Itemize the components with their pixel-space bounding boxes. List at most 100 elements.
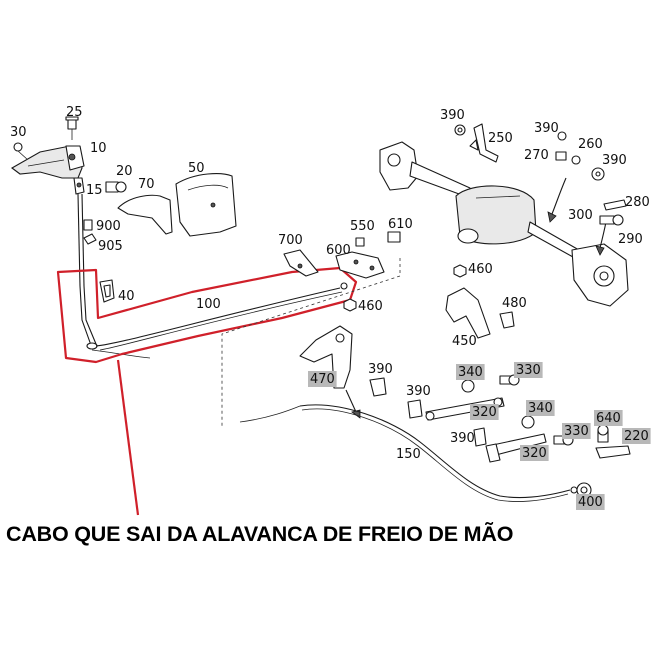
part-label-p390a: 390 bbox=[440, 108, 465, 123]
part-550 bbox=[355, 237, 365, 247]
part-number: 25 bbox=[66, 105, 83, 120]
part-number: 450 bbox=[452, 334, 477, 349]
part-label-p330b: 330 bbox=[562, 423, 591, 439]
label-highlight bbox=[576, 494, 605, 510]
clip-390-f bbox=[473, 427, 487, 447]
part-label-p900: 900 bbox=[96, 219, 121, 234]
cable-150 bbox=[239, 404, 592, 502]
washer-340-a bbox=[461, 379, 475, 393]
part-label-p390e: 390 bbox=[406, 384, 431, 399]
nut-390-b bbox=[557, 131, 567, 141]
bolt-20 bbox=[105, 181, 127, 193]
part-number: 905 bbox=[98, 239, 123, 254]
part-label-p150: 150 bbox=[396, 447, 421, 462]
part-number: 390 bbox=[406, 384, 431, 399]
part-label-p390d: 390 bbox=[368, 362, 393, 377]
part-label-p340a: 340 bbox=[456, 364, 485, 380]
clip-480 bbox=[499, 311, 515, 329]
part-label-p640: 640 bbox=[594, 410, 623, 426]
part-number: 340 bbox=[528, 401, 553, 416]
part-label-p480: 480 bbox=[502, 296, 527, 311]
part-number: 20 bbox=[116, 164, 133, 179]
part-610 bbox=[387, 231, 401, 243]
part-number: 300 bbox=[568, 208, 593, 223]
part-number: 640 bbox=[596, 411, 621, 426]
part-number: 150 bbox=[396, 447, 421, 462]
lever-housing-10 bbox=[11, 145, 85, 179]
part-number: 460 bbox=[358, 299, 383, 314]
part-number: 10 bbox=[90, 141, 107, 156]
clip-390-e bbox=[407, 399, 423, 419]
part-number: 460 bbox=[468, 262, 493, 277]
bolt-25 bbox=[65, 116, 79, 140]
label-highlight bbox=[526, 400, 555, 416]
label-highlight bbox=[562, 423, 591, 439]
washer-390-c bbox=[591, 167, 605, 181]
part-number: 550 bbox=[350, 219, 375, 234]
bracket-250 bbox=[469, 123, 499, 163]
part-number: 100 bbox=[196, 297, 221, 312]
part-label-p340b: 340 bbox=[526, 400, 555, 416]
pin-280 bbox=[603, 199, 627, 211]
part-label-p100: 100 bbox=[196, 297, 221, 312]
bracket-15 bbox=[73, 177, 85, 195]
part-number: 390 bbox=[602, 153, 627, 168]
label-highlight bbox=[622, 428, 651, 444]
bracket-600 bbox=[335, 251, 385, 279]
part-label-p70: 70 bbox=[138, 177, 155, 192]
part-number: 320 bbox=[522, 446, 547, 461]
part-label-p260: 260 bbox=[578, 137, 603, 152]
label-highlight bbox=[456, 364, 485, 380]
part-label-p270: 270 bbox=[524, 148, 549, 163]
clip-905 bbox=[83, 233, 97, 245]
part-label-p470: 470 bbox=[308, 371, 337, 387]
washer-390-a bbox=[454, 124, 466, 136]
part-number: 15 bbox=[86, 183, 103, 198]
console-cover-50 bbox=[175, 173, 237, 237]
annotation-caption: CABO QUE SAI DA ALAVANCA DE FREIO DE MÃO bbox=[6, 522, 514, 546]
part-number: 50 bbox=[188, 161, 205, 176]
part-label-p280: 280 bbox=[625, 195, 650, 210]
part-number: 390 bbox=[440, 108, 465, 123]
part-label-p40: 40 bbox=[118, 289, 135, 304]
nut-460-b bbox=[343, 298, 357, 312]
label-highlight bbox=[470, 404, 499, 420]
part-label-p30: 30 bbox=[10, 125, 27, 140]
label-highlight bbox=[594, 410, 623, 426]
part-number: 40 bbox=[118, 289, 135, 304]
part-number: 70 bbox=[138, 177, 155, 192]
part-label-p450: 450 bbox=[452, 334, 477, 349]
part-label-p20: 20 bbox=[116, 164, 133, 179]
part-label-p390f: 390 bbox=[450, 431, 475, 446]
part-number: 390 bbox=[450, 431, 475, 446]
part-label-p390c: 390 bbox=[602, 153, 627, 168]
part-number: 280 bbox=[625, 195, 650, 210]
part-number: 330 bbox=[564, 424, 589, 439]
label-highlight bbox=[520, 445, 549, 461]
label-highlight bbox=[308, 371, 337, 387]
part-label-p320a: 320 bbox=[470, 404, 499, 420]
part-label-p400: 400 bbox=[576, 494, 605, 510]
part-label-p905: 905 bbox=[98, 239, 123, 254]
part-number: 290 bbox=[618, 232, 643, 247]
bracket-40 bbox=[99, 279, 115, 303]
bracket-470 bbox=[299, 325, 353, 389]
part-label-p460a: 460 bbox=[468, 262, 493, 277]
bracket-700 bbox=[283, 249, 319, 277]
nut-30 bbox=[13, 142, 29, 161]
washer-270 bbox=[555, 151, 567, 161]
washer-260 bbox=[571, 155, 581, 165]
part-number: 30 bbox=[10, 125, 27, 140]
part-number: 250 bbox=[488, 131, 513, 146]
part-label-p220: 220 bbox=[622, 428, 651, 444]
part-label-p250: 250 bbox=[488, 131, 513, 146]
part-label-p390b: 390 bbox=[534, 121, 559, 136]
part-number: 900 bbox=[96, 219, 121, 234]
label-highlight bbox=[514, 362, 543, 378]
part-number: 700 bbox=[278, 233, 303, 248]
cover-70 bbox=[117, 194, 173, 235]
part-label-p50: 50 bbox=[188, 161, 205, 176]
part-label-p610: 610 bbox=[388, 217, 413, 232]
